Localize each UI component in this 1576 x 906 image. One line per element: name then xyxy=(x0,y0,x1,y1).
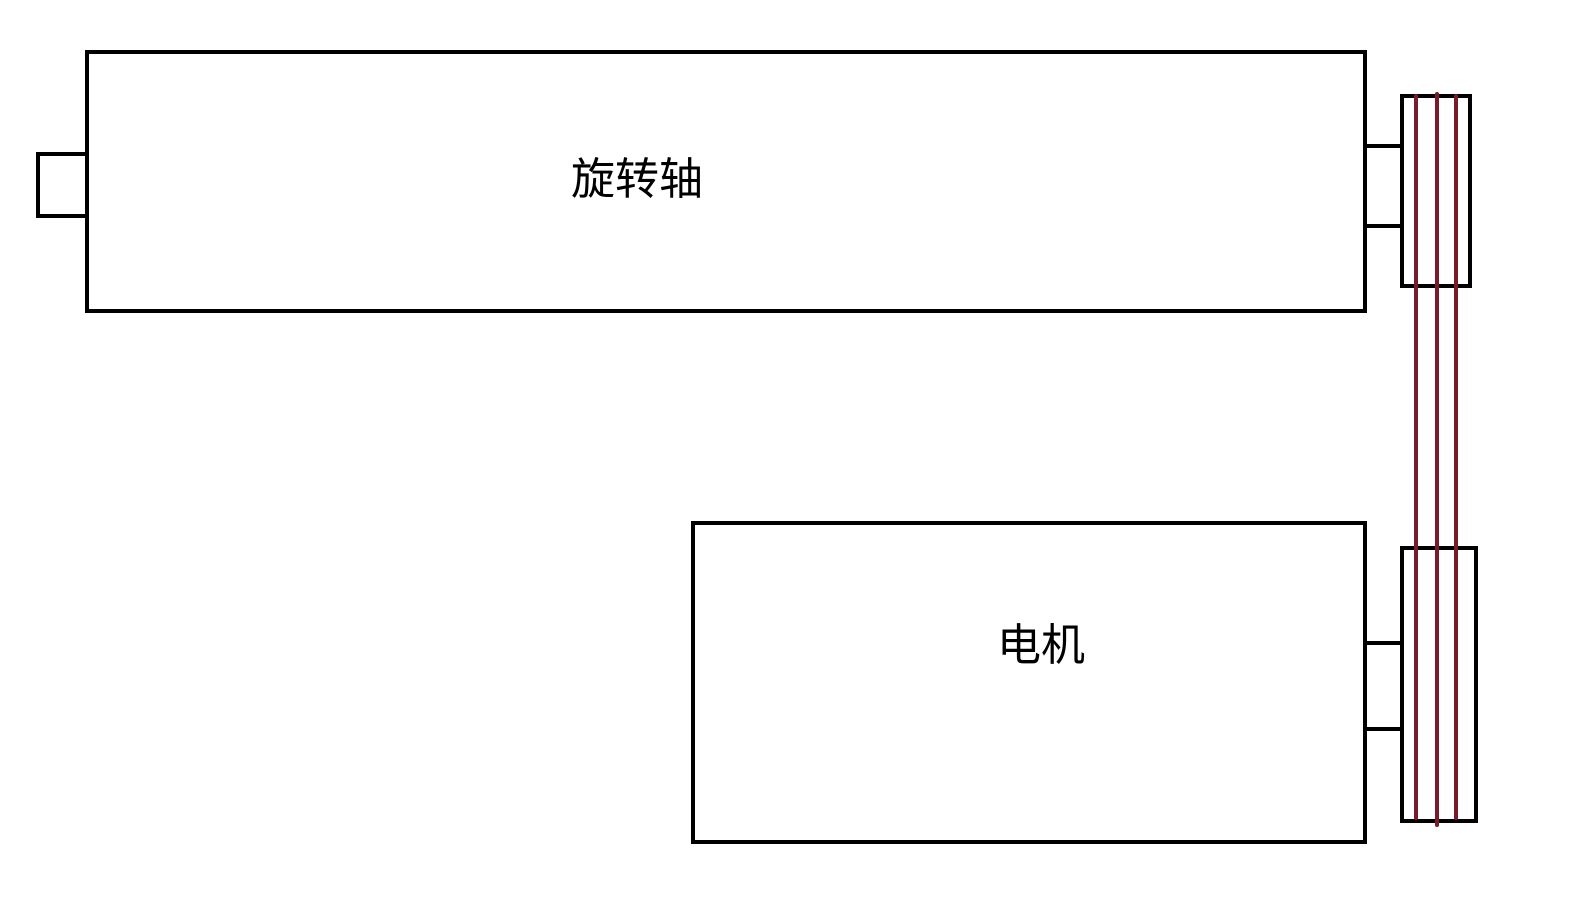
rotating-shaft-left-stub xyxy=(36,152,90,218)
motor-label: 电机 xyxy=(997,620,1085,671)
rotating-shaft-label: 旋转轴 xyxy=(571,154,703,205)
motor-body xyxy=(691,521,1367,844)
rotating-shaft-assembly: 旋转轴 xyxy=(36,50,1472,313)
rotating-shaft-right-stub xyxy=(1363,144,1405,228)
motor-shaft-stub xyxy=(1363,641,1405,731)
motor-assembly: 电机 xyxy=(691,521,1478,844)
drive-belts xyxy=(1414,92,1458,827)
rotating-shaft-body xyxy=(85,50,1367,313)
